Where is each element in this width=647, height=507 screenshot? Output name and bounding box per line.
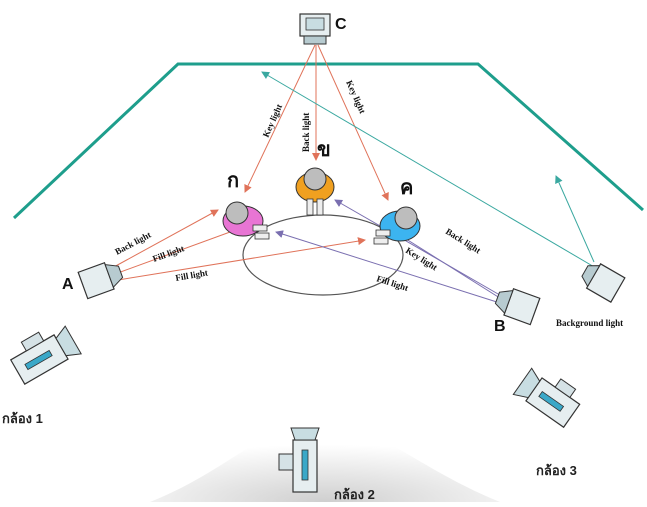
camera-1-icon — [9, 325, 82, 385]
background-light-label: Background light — [556, 318, 623, 328]
ray-a-back — [111, 209, 219, 269]
subject-label-left: ก — [227, 170, 239, 192]
floor-shade — [150, 420, 500, 502]
ray-label-a-fill1: Fill light — [151, 243, 185, 264]
subject-left-icon — [222, 201, 270, 240]
ray-b-fill — [275, 230, 501, 304]
station-c-label: C — [335, 16, 347, 33]
camera-3-label: กล้อง 3 — [536, 463, 577, 478]
subject-label-right: ค — [400, 177, 413, 199]
background-light-icon — [581, 263, 626, 303]
subject-label-center: ข — [317, 139, 331, 161]
ray-label-b-back: Back light — [444, 226, 483, 255]
ray-label-c-center: Back light — [301, 113, 311, 152]
light-b-icon — [494, 287, 541, 326]
ray-bg-1 — [261, 71, 597, 269]
ray-label-a-back: Back light — [113, 230, 152, 257]
camera-2-icon — [278, 427, 320, 493]
camera-1-label: กล้อง 1 — [2, 411, 43, 426]
subject-right-icon — [373, 206, 421, 245]
ray-b-back — [334, 199, 506, 299]
ray-b-key — [394, 231, 504, 301]
set-wall — [12, 62, 644, 220]
ray-c-right — [317, 44, 389, 201]
ray-bg-2 — [555, 175, 595, 263]
station-b-label: B — [494, 318, 506, 335]
ray-c-left — [244, 44, 316, 193]
light-c-icon — [299, 13, 331, 45]
subject-center-icon — [295, 167, 335, 216]
station-a-label: A — [62, 276, 74, 293]
ray-label-b-fill: Fill light — [375, 273, 409, 293]
camera-2-label: กล้อง 2 — [334, 487, 375, 502]
light-a-icon — [77, 261, 124, 300]
camera-3-icon — [512, 367, 581, 429]
